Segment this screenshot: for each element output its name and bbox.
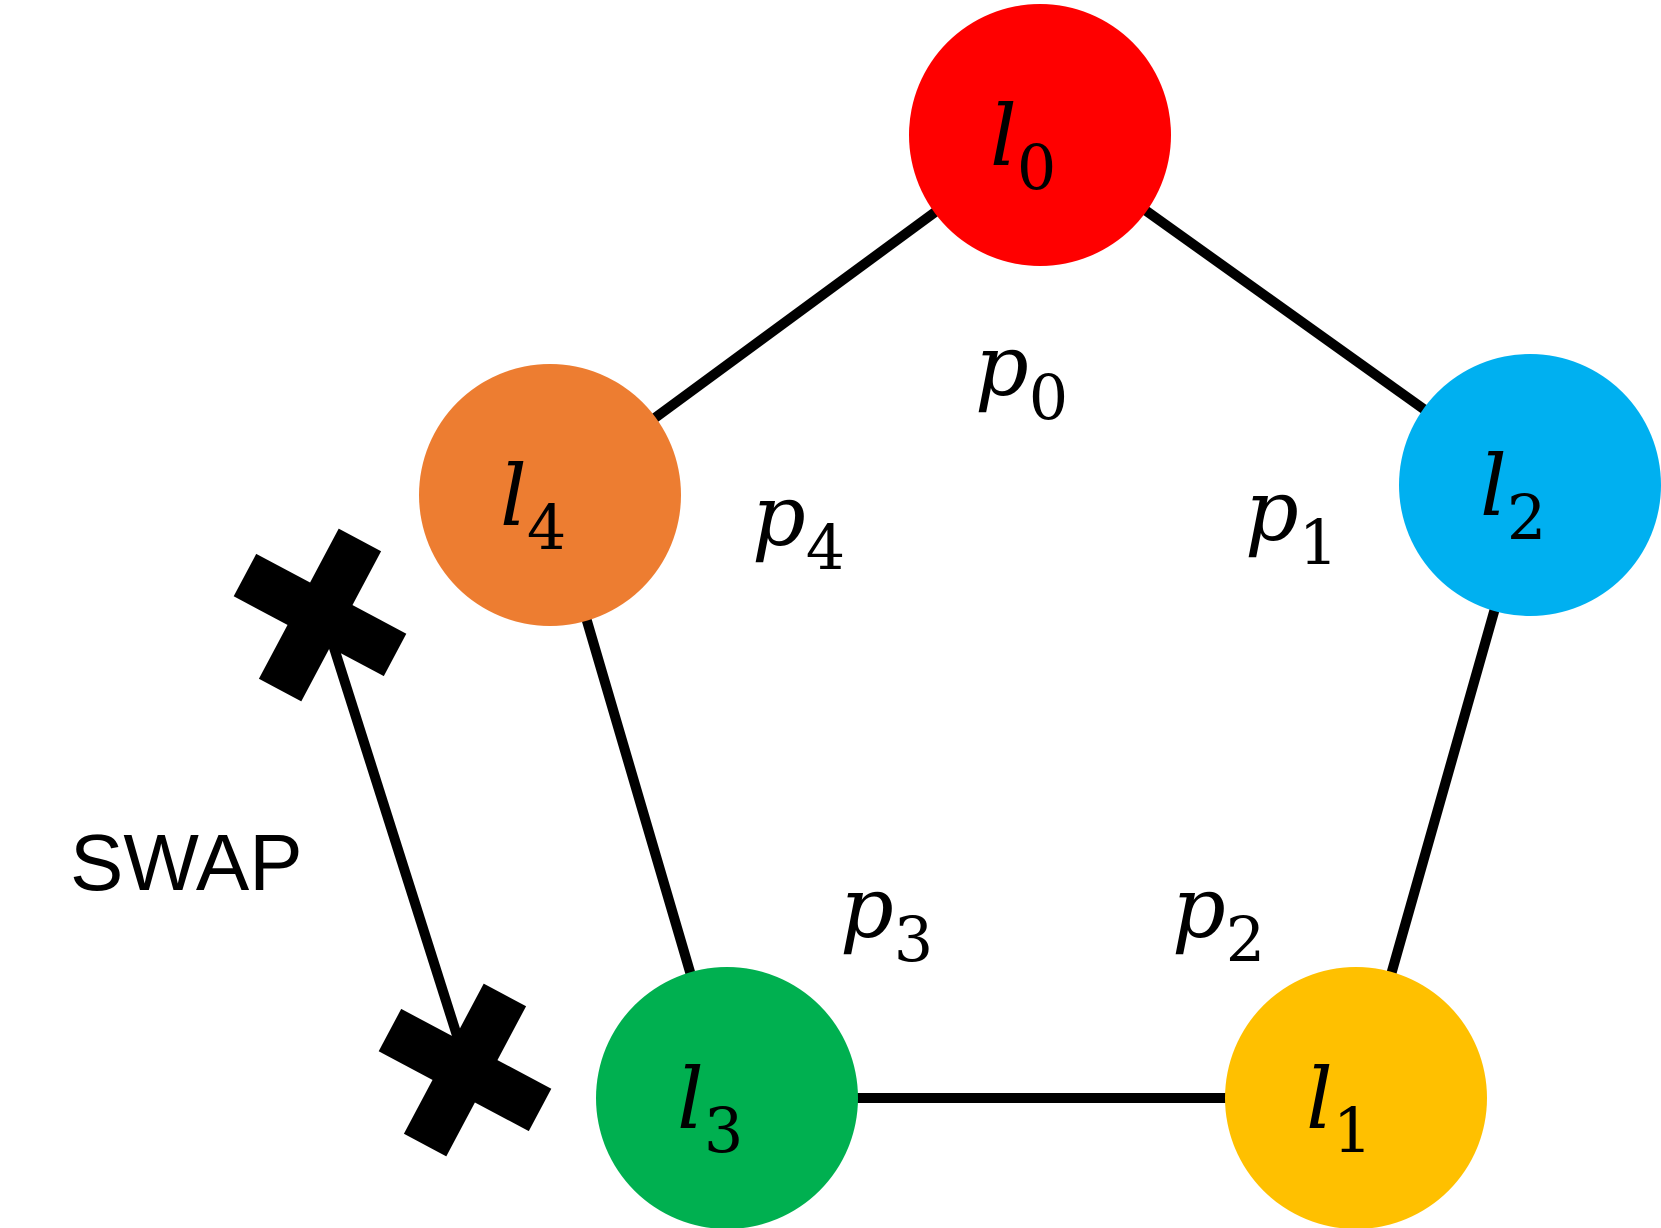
- position-p2: p2: [1172, 859, 1265, 976]
- node-l1: l1: [1225, 967, 1487, 1228]
- node-l3-circle: [596, 967, 858, 1228]
- swap-line: [317, 608, 465, 1047]
- node-l0-label: l: [990, 87, 1017, 185]
- position-p0-label: p: [975, 317, 1029, 415]
- swap-marker-bottom: [378, 983, 552, 1157]
- position-p3-sub: 3: [894, 903, 933, 976]
- position-p0: p0: [975, 317, 1068, 434]
- position-p1-label: p: [1245, 462, 1299, 560]
- node-l2-circle: [1399, 354, 1661, 616]
- node-l4-label: l: [500, 447, 527, 545]
- position-p1: p1: [1245, 462, 1338, 579]
- position-p2-label: p: [1172, 859, 1226, 957]
- position-p3: p3: [840, 859, 933, 976]
- node-l3-label: l: [677, 1050, 704, 1148]
- node-l2: l2: [1399, 354, 1661, 616]
- node-l1-circle: [1225, 967, 1487, 1228]
- node-l4-sub: 4: [527, 491, 566, 564]
- position-p4: p4: [752, 467, 845, 584]
- node-l4: l4: [419, 364, 681, 626]
- node-l3: l3: [596, 967, 858, 1228]
- svg-text:l3: l3: [677, 1050, 743, 1167]
- node-l2-label: l: [1480, 437, 1507, 535]
- svg-text:l4: l4: [500, 447, 566, 564]
- position-p2-sub: 2: [1226, 903, 1265, 976]
- node-l0: l0: [909, 4, 1171, 266]
- position-p4-sub: 4: [806, 511, 845, 584]
- node-l3-sub: 3: [704, 1094, 743, 1167]
- edges-layer: [545, 130, 1535, 1103]
- svg-text:l0: l0: [990, 87, 1056, 204]
- svg-text:l2: l2: [1480, 437, 1546, 554]
- svg-text:l1: l1: [1306, 1050, 1372, 1167]
- node-l0-circle: [909, 4, 1171, 266]
- node-l0-sub: 0: [1017, 131, 1056, 204]
- node-l4-circle: [419, 364, 681, 626]
- node-l1-label: l: [1306, 1050, 1333, 1148]
- position-p3-label: p: [840, 859, 894, 957]
- node-l1-sub: 1: [1333, 1094, 1372, 1167]
- node-l2-sub: 2: [1507, 481, 1546, 554]
- swap-marker-top: [233, 528, 407, 702]
- position-p1-sub: 1: [1299, 506, 1338, 579]
- swap-label: SWAP: [70, 818, 303, 907]
- position-p4-label: p: [752, 467, 806, 565]
- position-p0-sub: 0: [1029, 361, 1068, 434]
